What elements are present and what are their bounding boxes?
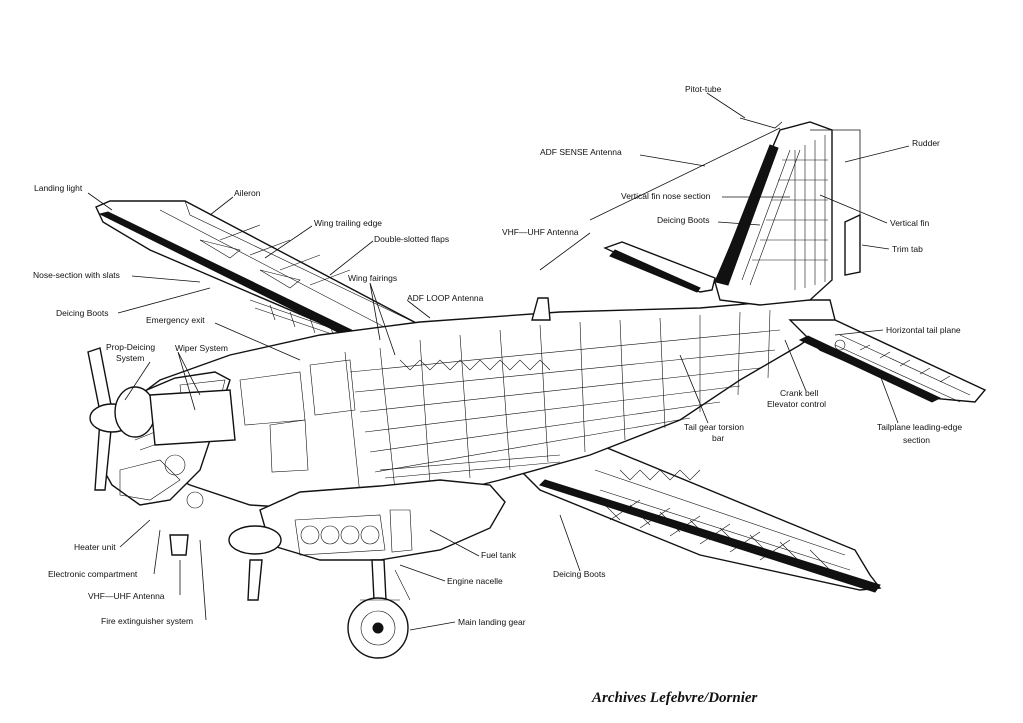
- nose-gear: [169, 534, 189, 556]
- label-vertical-fin: Vertical fin: [890, 218, 929, 228]
- adf-sense-wire: [589, 127, 781, 221]
- right-wing: [498, 444, 882, 593]
- label-deicing-boots-wing: Deicing Boots: [56, 308, 108, 318]
- pitot-tube-shape: [739, 117, 783, 129]
- label-heater-unit: Heater unit: [74, 542, 116, 552]
- label-adf-sense-antenna: ADF SENSE Antenna: [540, 147, 622, 157]
- horizontal-tail: [603, 241, 987, 403]
- label-tail-gear-line2: bar: [712, 433, 724, 443]
- label-nose-section-slats: Nose-section with slats: [33, 270, 120, 280]
- vertical-tail: [714, 121, 861, 306]
- label-rudder: Rudder: [912, 138, 940, 148]
- label-crank-bell-line2: Elevator control: [767, 399, 826, 409]
- fuselage: [114, 299, 836, 511]
- label-pitot-tube: Pitot-tube: [685, 84, 722, 94]
- main-landing-gear-drawing: [347, 559, 411, 659]
- label-aileron: Aileron: [234, 188, 261, 198]
- label-wing-trailing-edge: Wing trailing edge: [314, 218, 382, 228]
- label-prop-deicing-line2: System: [116, 353, 144, 363]
- labels: Landing light Aileron Wing trailing edge…: [33, 84, 962, 627]
- label-double-slotted-flaps: Double-slotted flaps: [374, 234, 449, 244]
- label-main-landing-gear: Main landing gear: [458, 617, 526, 627]
- label-deicing-boots-lower: Deicing Boots: [553, 569, 605, 579]
- label-emergency-exit: Emergency exit: [146, 315, 205, 325]
- leader-lines: [87, 92, 910, 631]
- label-vertical-fin-nose: Vertical fin nose section: [621, 191, 711, 201]
- label-tailplane-le-line2: section: [903, 435, 930, 445]
- label-deicing-boots-tail: Deicing Boots: [657, 215, 709, 225]
- label-wiper-system: Wiper System: [175, 343, 228, 353]
- label-landing-light: Landing light: [34, 183, 83, 193]
- label-adf-loop-antenna: ADF LOOP Antenna: [407, 293, 484, 303]
- label-tailplane-le-line1: Tailplane leading-edge: [877, 422, 962, 432]
- label-vhf-uhf-antenna-top: VHF—UHF Antenna: [502, 227, 579, 237]
- label-crank-bell-line1: Crank bell: [780, 388, 818, 398]
- label-vhf-uhf-antenna-bottom: VHF—UHF Antenna: [88, 591, 165, 601]
- label-tail-gear-line1: Tail gear torsion: [684, 422, 744, 432]
- label-fuel-tank: Fuel tank: [481, 550, 517, 560]
- label-horizontal-tail-plane: Horizontal tail plane: [886, 325, 961, 335]
- label-prop-deicing-line1: Prop-Deicing: [106, 342, 155, 352]
- archive-credit: Archives Lefebvre/Dornier: [592, 690, 758, 706]
- label-electronic-compartment: Electronic compartment: [48, 569, 138, 579]
- label-engine-nacelle: Engine nacelle: [447, 576, 503, 586]
- label-wing-fairings: Wing fairings: [348, 273, 397, 283]
- label-fire-extinguisher: Fire extinguisher system: [101, 616, 193, 626]
- vhf-uhf-antenna-top-shape: [531, 297, 551, 321]
- right-nacelle: [228, 479, 506, 601]
- aircraft-drawing: [87, 117, 987, 659]
- label-trim-tab: Trim tab: [892, 244, 923, 254]
